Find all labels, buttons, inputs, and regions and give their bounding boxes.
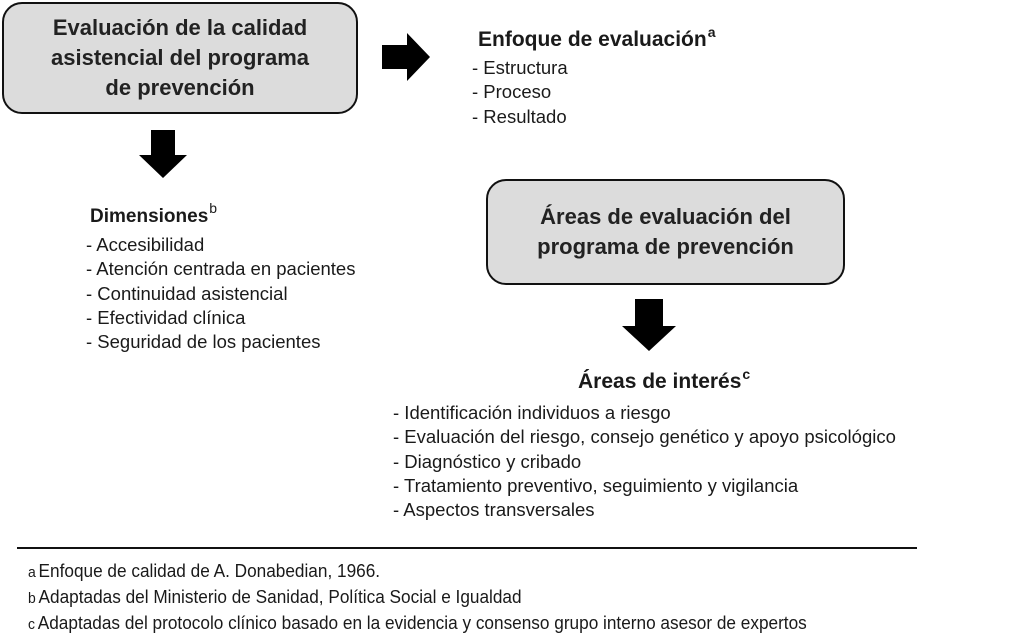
enfoque-title: Enfoque de evaluacióna (478, 24, 716, 52)
list-item: - Evaluación del riesgo, consejo genétic… (393, 426, 896, 448)
list-item: - Proceso (472, 81, 552, 103)
list-item: - Diagnóstico y cribado (393, 450, 582, 472)
interes-title-text: Áreas de interés (578, 370, 742, 393)
list-item: - Estructura (472, 57, 568, 78)
footnote-text: Adaptadas del protocolo clínico basado e… (37, 612, 807, 633)
dimensiones-title-text: Dimensiones (90, 206, 209, 227)
areas-box-line: Áreas de evaluación del (540, 204, 791, 229)
list-item: - Tratamiento preventivo, seguimiento y … (393, 474, 799, 496)
list-item: - Continuidad asistencial (86, 282, 288, 304)
list-item: - Identificación individuos a riesgo (393, 402, 671, 423)
footnote-text: Adaptadas del Ministerio de Sanidad, Pol… (38, 586, 522, 607)
enfoque-title-text: Enfoque de evaluación (478, 28, 707, 51)
list-item: - Efectividad clínica (86, 306, 246, 328)
footnote-mark: a (707, 24, 716, 40)
main-box-line: de prevención (105, 75, 255, 100)
footnote-divider (17, 547, 917, 549)
main-box-line: Evaluación de la calidad (52, 15, 308, 40)
footnote-mark: b (209, 200, 218, 216)
list-item: - Seguridad de los pacientes (86, 331, 321, 353)
list-item: - Resultado (472, 105, 567, 127)
footnote-mark: c (28, 616, 35, 633)
main-box-line: asistencial del programa (51, 45, 309, 70)
list-item: - Atención centrada en pacientes (86, 258, 356, 280)
areas-box: Áreas de evaluación del programa de prev… (486, 179, 845, 285)
interes-title: Áreas de interésc (578, 366, 750, 394)
dimensiones-list: - Accesibilidad - Atención centrada en p… (86, 233, 355, 354)
arrow-down-icon (622, 299, 676, 351)
arrow-down-icon (139, 130, 187, 178)
interes-list: - Identificación individuos a riesgo - E… (393, 401, 896, 522)
footnote-text: Enfoque de calidad de A. Donabedian, 196… (38, 560, 381, 581)
arrow-right-icon (382, 33, 430, 81)
dimensiones-title: Dimensionesb (90, 200, 217, 228)
list-item: - Aspectos transversales (393, 499, 595, 521)
list-item: - Accesibilidad (86, 234, 205, 255)
footnote-mark: b (28, 590, 36, 607)
footnote-mark: c (742, 366, 751, 382)
footnote-mark: a (28, 564, 36, 581)
main-box: Evaluación de la calidad asistencial del… (2, 2, 358, 114)
enfoque-list: - Estructura - Proceso - Resultado (472, 56, 568, 129)
areas-box-line: programa de prevención (537, 234, 794, 259)
